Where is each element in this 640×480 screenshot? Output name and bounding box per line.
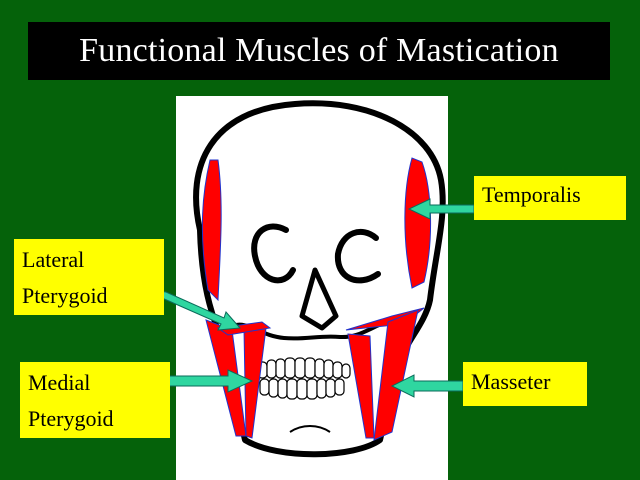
lateral-pterygoid-label: Lateral Pterygoid bbox=[14, 239, 164, 315]
medial-pterygoid-label-line2: Pterygoid bbox=[28, 406, 114, 431]
masseter-label: Masseter bbox=[463, 362, 587, 406]
right-temporalis-muscle bbox=[404, 157, 432, 289]
teeth-icon bbox=[257, 357, 351, 400]
lateral-pterygoid-label-line1: Lateral bbox=[22, 247, 85, 272]
temporalis-label-text: Temporalis bbox=[482, 182, 581, 207]
slide-title: Functional Muscles of Mastication bbox=[79, 32, 559, 69]
right-lateral-pterygoid-muscle bbox=[345, 307, 425, 331]
masseter-label-text: Masseter bbox=[471, 369, 551, 394]
left-temporalis-muscle bbox=[201, 159, 222, 302]
lateral-pterygoid-arrow-icon bbox=[149, 289, 242, 331]
left-eye-socket-icon bbox=[251, 223, 296, 284]
nasal-cavity-icon bbox=[299, 267, 339, 331]
right-eye-socket-icon bbox=[334, 228, 381, 284]
temporalis-arrow-icon bbox=[407, 198, 475, 220]
right-medial-pterygoid-muscle bbox=[347, 333, 375, 439]
masseter-arrow-icon bbox=[390, 374, 464, 398]
lateral-pterygoid-label-line2: Pterygoid bbox=[22, 283, 108, 308]
temporalis-label: Temporalis bbox=[474, 176, 626, 220]
medial-pterygoid-label-line1: Medial bbox=[28, 370, 91, 395]
medial-pterygoid-arrow-icon bbox=[128, 369, 254, 393]
chin-mark-icon bbox=[289, 425, 331, 433]
left-lateral-pterygoid-muscle bbox=[216, 321, 272, 336]
right-masseter-muscle bbox=[373, 309, 419, 441]
slide-title-box: Functional Muscles of Mastication bbox=[28, 22, 610, 80]
medial-pterygoid-label: Medial Pterygoid bbox=[20, 362, 170, 438]
